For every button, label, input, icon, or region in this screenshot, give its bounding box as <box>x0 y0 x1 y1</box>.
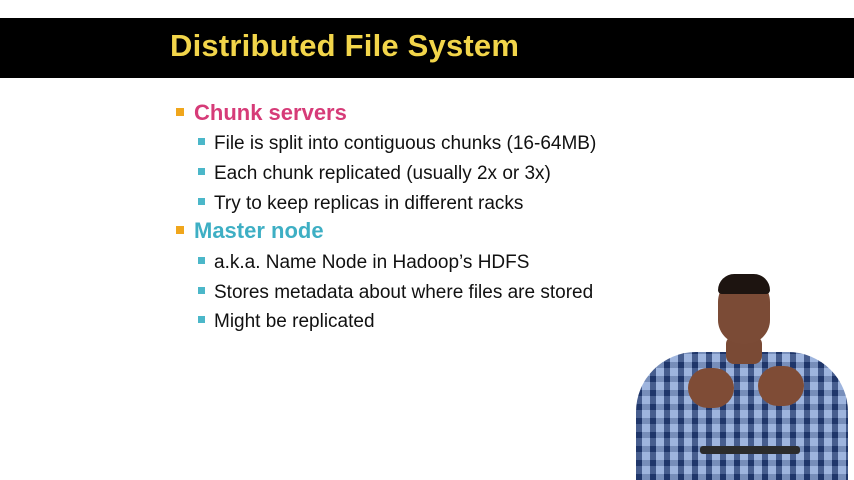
presenter-left-hand <box>688 368 734 408</box>
bullet-square-icon <box>198 316 205 324</box>
section-heading-text: Master node <box>194 218 324 243</box>
list-item-text: Each chunk replicated (usually 2x or 3x) <box>214 163 551 184</box>
list-item: Each chunk replicated (usually 2x or 3x) <box>198 163 551 185</box>
presenter-right-hand <box>758 366 804 406</box>
bullet-square-icon <box>198 198 205 206</box>
presenter-hair <box>718 274 770 294</box>
title-bar <box>0 18 854 78</box>
list-item: Stores metadata about where files are st… <box>198 282 593 304</box>
bullet-square-icon <box>198 168 205 176</box>
list-item-text: Might be replicated <box>214 311 375 332</box>
presenter-video-overlay <box>630 270 854 480</box>
bullet-square-icon <box>176 226 184 235</box>
section-heading-text: Chunk servers <box>194 100 347 125</box>
slide-title: Distributed File System <box>170 28 520 63</box>
section-heading-master-node: Master node <box>176 218 324 244</box>
bullet-square-icon <box>198 287 205 295</box>
list-item-text: Try to keep replicas in different racks <box>214 193 524 214</box>
section-heading-chunk-servers: Chunk servers <box>176 100 347 126</box>
top-strip <box>0 0 854 18</box>
presenter-microphone <box>700 446 800 454</box>
bullet-square-icon <box>176 108 184 117</box>
bullet-square-icon <box>198 138 205 146</box>
list-item: Try to keep replicas in different racks <box>198 193 523 215</box>
list-item-text: Stores metadata about where files are st… <box>214 282 594 303</box>
list-item-text: a.k.a. Name Node in Hadoop’s HDFS <box>214 252 530 273</box>
list-item: Might be replicated <box>198 311 375 333</box>
bullet-square-icon <box>198 257 205 265</box>
list-item: a.k.a. Name Node in Hadoop’s HDFS <box>198 252 529 274</box>
list-item-text: File is split into contiguous chunks (16… <box>214 133 597 154</box>
list-item: File is split into contiguous chunks (16… <box>198 133 596 155</box>
presenter-shirt <box>636 352 848 480</box>
